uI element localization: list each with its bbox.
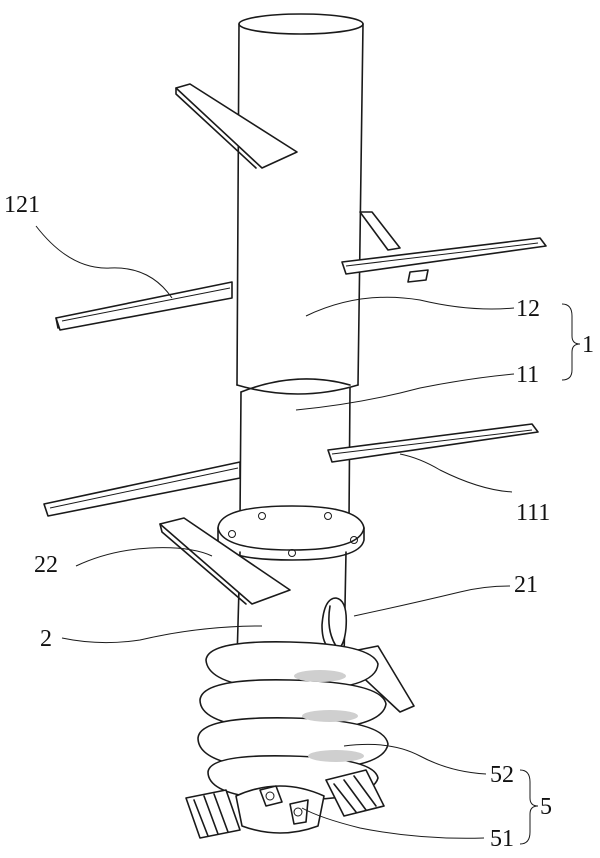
- bit-head-51: [235, 785, 325, 834]
- label-2: 2: [40, 626, 52, 652]
- label-11: 11: [516, 362, 539, 388]
- leader-lines: [35, 225, 515, 839]
- reference-labels: 121 12 1 11 111 22 21 2 52 5 51: [4, 192, 594, 852]
- blade-121-back: [359, 211, 401, 251]
- label-5: 5: [540, 794, 552, 820]
- brace-1: [561, 303, 581, 381]
- blade-121-right: [341, 237, 547, 283]
- label-52: 52: [490, 762, 514, 788]
- blade-121-left: [55, 281, 233, 331]
- label-111: 111: [516, 500, 550, 526]
- label-22: 22: [34, 552, 58, 578]
- blade-111-right: [327, 423, 539, 463]
- label-1: 1: [582, 332, 594, 358]
- blade-111-left: [43, 461, 241, 517]
- blade-top-left-back: [175, 83, 298, 169]
- label-121: 121: [4, 192, 40, 218]
- cutting-teeth-52: [185, 769, 385, 839]
- upper-tube-12: [236, 13, 364, 395]
- opening-21: [321, 597, 348, 651]
- label-21: 21: [514, 572, 538, 598]
- auger-flights: [197, 641, 389, 801]
- label-51: 51: [490, 826, 514, 852]
- flange: [217, 505, 365, 561]
- brace-5: [519, 769, 539, 845]
- label-12: 12: [516, 296, 540, 322]
- blade-22: [159, 517, 291, 605]
